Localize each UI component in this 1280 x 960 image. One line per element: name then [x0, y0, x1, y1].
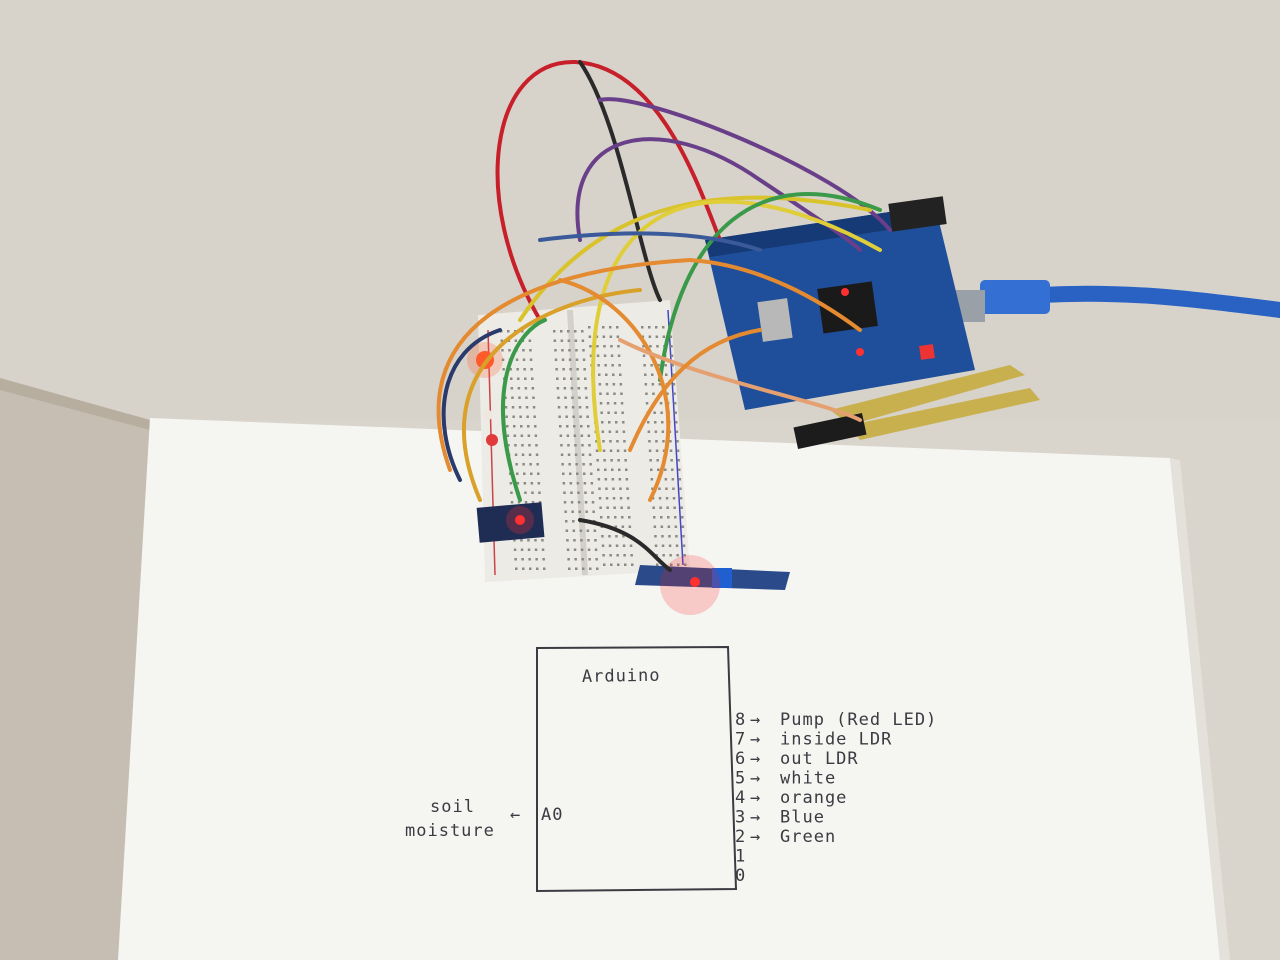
notebook-cover: [0, 378, 150, 960]
pin-arrow-icon: →: [750, 769, 761, 789]
pin-label: inside LDR: [780, 730, 892, 750]
pin-arrow-icon: →: [750, 788, 761, 808]
pin-number: 4: [735, 788, 746, 808]
arduino-board: [705, 196, 975, 410]
pin-arrow-icon: →: [750, 730, 761, 750]
pin-number: 0: [735, 866, 746, 886]
left-arrow-icon: ←: [510, 805, 521, 825]
arduino-sketch: Arduino A0 ← soil moisture 8→Pump (Red L…: [405, 645, 937, 893]
soil-moisture-probe: [793, 365, 1040, 450]
pin-arrow-icon: →: [750, 827, 761, 847]
analog-pin-label: A0: [541, 805, 563, 825]
jumper-wires: [436, 59, 892, 572]
pin-number: 8: [735, 710, 746, 730]
pin-number: 7: [735, 730, 746, 750]
pin-number: 6: [735, 749, 746, 769]
pin-label: Pump (Red LED): [780, 710, 937, 730]
pin-arrow-icon: →: [750, 749, 761, 769]
arduino-box-title: Arduino: [582, 666, 661, 687]
sensor-label-soil: soil: [430, 797, 475, 817]
sensor-label-moisture: moisture: [405, 821, 495, 841]
arduino-box-outline: [536, 645, 738, 893]
pin-label: out LDR: [780, 749, 859, 769]
pin-number: 1: [735, 847, 746, 867]
pin-label: Blue: [780, 808, 825, 828]
pin-arrow-icon: →: [750, 808, 761, 828]
pin-number: 3: [735, 808, 746, 828]
pin-number: 5: [735, 769, 746, 789]
pin-label: white: [780, 769, 836, 789]
sensor-module-small: [476, 502, 545, 543]
pin-number: 2: [735, 827, 746, 847]
pin-label: orange: [780, 788, 847, 808]
paper-sheet: [118, 418, 1220, 960]
pin-arrow-icon: →: [750, 710, 761, 730]
pin-label: Green: [780, 827, 836, 847]
usb-cable: [930, 280, 1280, 322]
board-led-icon: [841, 288, 849, 296]
ldr-module: [635, 555, 790, 615]
